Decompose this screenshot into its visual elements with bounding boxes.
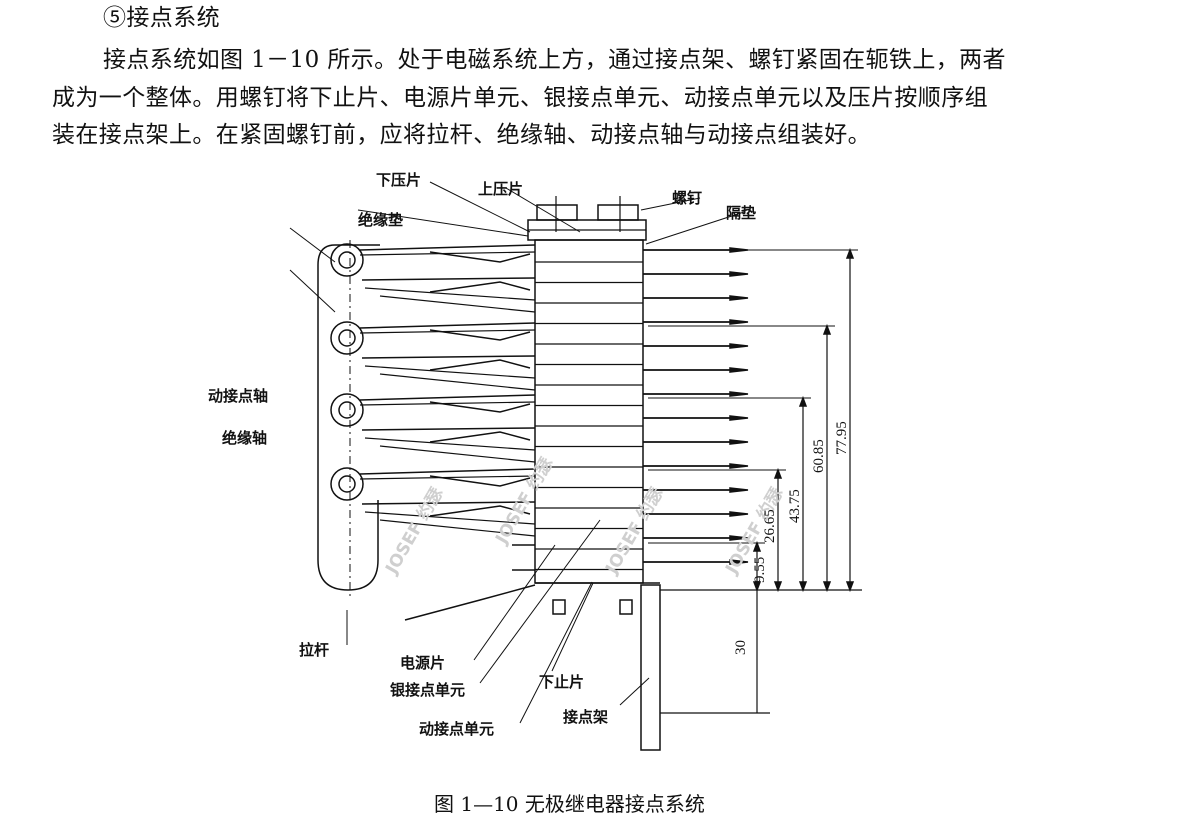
contact-spring	[429, 401, 531, 413]
pin-tip	[729, 367, 749, 373]
label-screw: 螺钉	[672, 189, 702, 207]
section-heading: ⑤接点系统	[103, 5, 220, 31]
shaft-ring	[330, 321, 364, 355]
shaft-core	[338, 329, 356, 347]
pin-tip	[729, 343, 749, 349]
dim-26-65: 26.65	[762, 509, 778, 543]
figure-caption: 图 1—10 无极继电器接点系统	[434, 792, 705, 816]
svg-text:JOSEF 约瑟: JOSEF 约瑟	[381, 484, 448, 579]
shaft-core	[338, 251, 356, 269]
svg-text:JOSEF 约瑟: JOSEF 约瑟	[491, 454, 558, 549]
label-insulating-pad: 绝缘垫	[358, 211, 403, 229]
shaft-core	[338, 401, 356, 419]
dim-77-95: 77.95	[834, 421, 850, 455]
contact-system-diagram: JOSEF 约瑟 JOSEF 约瑟 JOSEF 约瑟 JOSEF 约瑟 下压片 …	[208, 171, 862, 751]
contact-spring	[429, 475, 531, 487]
shaft-ring	[330, 243, 364, 277]
pin-tip	[729, 535, 749, 541]
contact-spring	[429, 329, 531, 341]
label-upper-press: 上压片	[478, 180, 523, 198]
contact-spring	[429, 431, 531, 443]
label-contact-frame: 接点架	[563, 708, 608, 726]
dim-30: 30	[733, 640, 749, 655]
contact-spring	[429, 251, 531, 263]
screw-head-left	[536, 204, 578, 221]
pin-tip	[729, 391, 749, 397]
paragraph-line-3: 装在接点架上。在紧固螺钉前，应将拉杆、绝缘轴、动接点轴与动接点组装好。	[52, 122, 871, 148]
paragraph-line-2: 成为一个整体。用螺钉将下止片、电源片单元、银接点单元、动接点单元以及压片按顺序组	[52, 85, 988, 111]
contact-spring	[429, 359, 531, 371]
label-moving-contact-unit: 动接点单元	[419, 720, 494, 738]
label-power-strip: 电源片	[400, 654, 445, 672]
contact-frame-leg	[640, 584, 661, 751]
contact-spring	[429, 505, 531, 517]
screw-head-right	[597, 204, 639, 221]
paragraph-line-1: 接点系统如图 1－10 所示。处于电磁系统上方，通过接点架、螺钉紧固在轭铁上，两…	[103, 47, 1006, 73]
pin-tip	[729, 271, 749, 277]
pin-tip	[729, 319, 749, 325]
contact-spring	[429, 281, 531, 293]
power-strip-lead	[404, 584, 536, 621]
shaft-ring	[330, 467, 364, 501]
pull-rod-frame	[317, 244, 379, 591]
label-spacer: 隔垫	[726, 204, 756, 222]
pin-tip	[729, 415, 749, 421]
svg-text:JOSEF 约瑟: JOSEF 约瑟	[601, 484, 668, 579]
label-lower-stop: 下止片	[539, 673, 584, 691]
pin-tip	[729, 439, 749, 445]
pin-tip	[729, 295, 749, 301]
label-moving-contact-shaft: 动接点轴	[208, 387, 268, 405]
label-pull-rod: 拉杆	[299, 641, 329, 659]
pin-tip	[729, 559, 749, 565]
pin-tip	[729, 463, 749, 469]
dim-60-85: 60.85	[811, 439, 827, 473]
label-lower-press: 下压片	[376, 171, 421, 189]
shaft-core	[338, 475, 356, 493]
dim-43-75: 43.75	[787, 489, 803, 523]
label-silver-contact-unit: 银接点单元	[390, 681, 465, 699]
relay-contact-drawing	[289, 181, 862, 751]
pin-tip	[729, 511, 749, 517]
shaft-ring	[330, 393, 364, 427]
screw-bottom-left	[552, 599, 566, 615]
pin-tip	[729, 487, 749, 493]
label-insulating-shaft: 绝缘轴	[222, 429, 267, 447]
screw-bottom-right	[619, 599, 633, 615]
dim-9-55: 9.55	[752, 557, 768, 583]
